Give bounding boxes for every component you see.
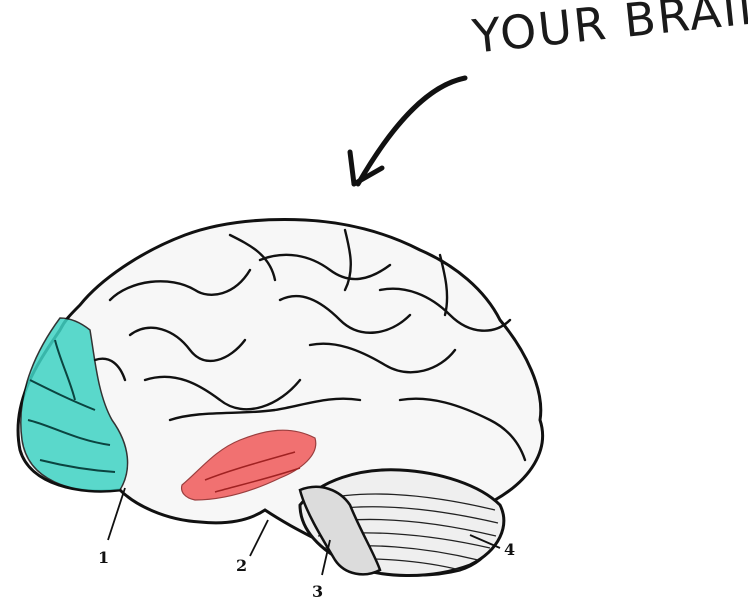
callout-label-1: 1 [98,548,109,567]
curved-arrow-icon [350,78,465,184]
callout-label-4: 4 [504,540,515,559]
callout-label-3: 3 [312,582,323,601]
callout-label-2: 2 [236,556,247,575]
